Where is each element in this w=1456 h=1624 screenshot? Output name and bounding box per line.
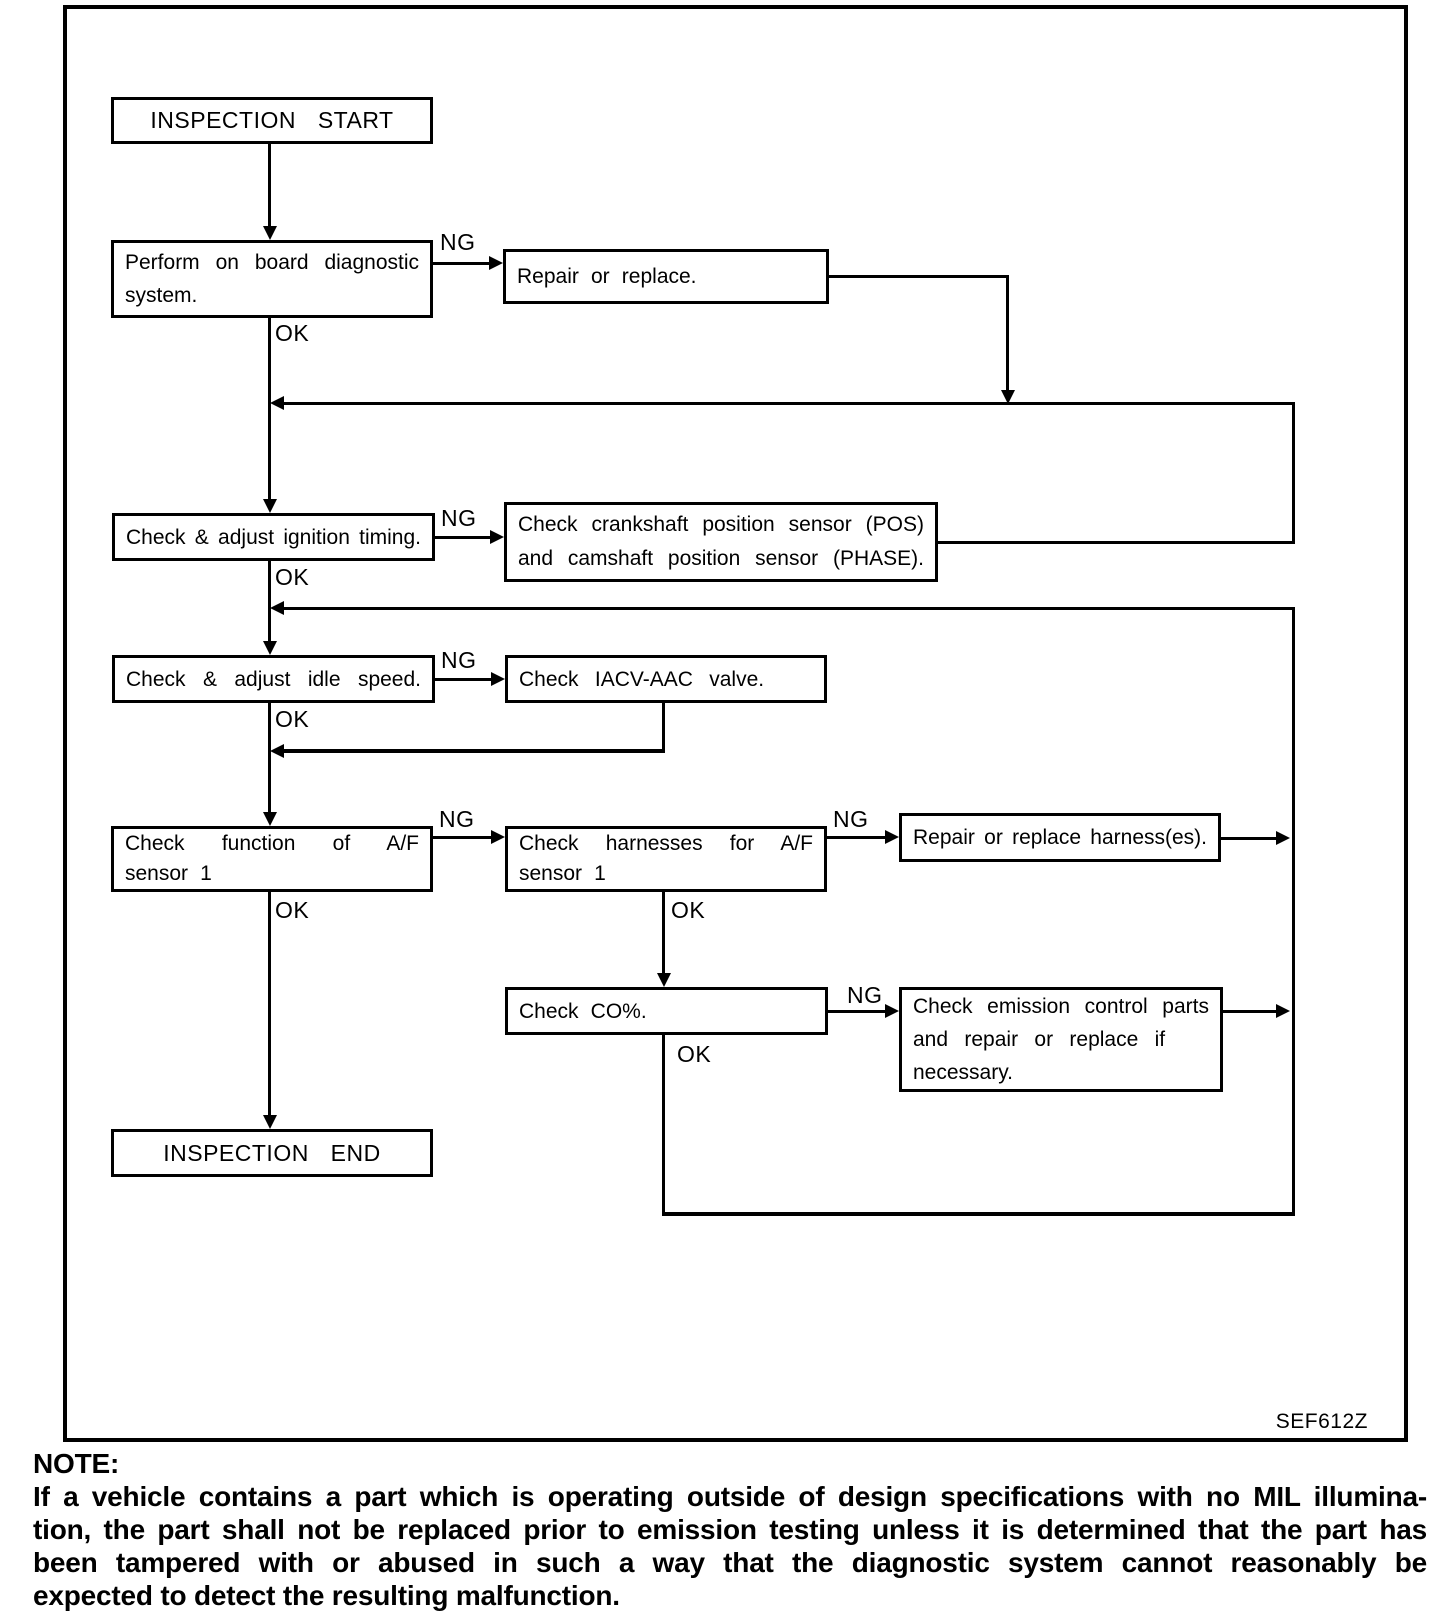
connector-emission-out — [1223, 1010, 1278, 1013]
connector-ignition-ng — [435, 536, 491, 539]
connector-repair-drop — [1006, 275, 1009, 392]
arrowhead-return-1 — [270, 396, 284, 410]
arrowhead-into-repair-harness — [885, 830, 899, 844]
arrowhead-repair-into-return — [1001, 390, 1015, 404]
node-check-af-sensor-harness: Check harnesses for A/F sensor 1 — [505, 826, 827, 892]
node-label-line: Check CO%. — [519, 999, 647, 1023]
arrowhead-into-iacv — [491, 672, 505, 686]
arrowhead-into-af-function — [263, 812, 277, 826]
node-check-iacv-aac-valve: Check IACV-AAC valve. — [505, 655, 827, 703]
flowchart-border — [63, 5, 1408, 1442]
node-label-line: Repair or replace harness(es). — [913, 826, 1207, 849]
connector-harness-to-co — [662, 892, 665, 975]
arrowhead-into-harness — [491, 830, 505, 844]
arrowhead-into-idle — [263, 641, 277, 655]
label-ok-co: OK — [677, 1041, 712, 1067]
label-ng-perform: NG — [440, 229, 476, 255]
connector-af-ng — [433, 836, 491, 839]
node-label-line: necessary. — [913, 1061, 1013, 1084]
label-ok-af-function: OK — [275, 897, 310, 923]
figure-code: SEF612Z — [1275, 1410, 1368, 1433]
arrowhead-into-crank — [490, 530, 504, 544]
label-ng-harness: NG — [833, 806, 869, 832]
note-line: been tampered with or abused in such a w… — [33, 1547, 1427, 1578]
node-label-line: and repair or replace if — [913, 1028, 1166, 1051]
label-ok-harness: OK — [671, 897, 706, 923]
node-check-co-percent: Check CO%. — [505, 987, 828, 1035]
connector-crank-loop-riser — [1292, 404, 1295, 544]
arrowhead-into-co — [657, 973, 671, 987]
connector-return-line-1 — [282, 402, 1295, 405]
note-line: If a vehicle contains a part which is op… — [33, 1481, 1427, 1512]
node-label-line: Check crankshaft position sensor (POS) — [518, 513, 924, 536]
connector-bottom-collector — [662, 1212, 1295, 1216]
node-label-line: Check function of A/F — [125, 832, 419, 855]
arrowhead-into-repair — [489, 256, 503, 270]
label-ok-ignition: OK — [275, 564, 310, 590]
node-label: INSPECTION END — [163, 1139, 381, 1166]
node-check-ignition-timing: Check & adjust ignition timing. — [112, 513, 435, 561]
connector-idle-ng — [435, 678, 491, 681]
connector-perform-ng — [433, 262, 491, 265]
node-label-line: Repair or replace. — [517, 265, 697, 288]
node-check-emission-parts: Check emission control parts and repair … — [899, 987, 1223, 1092]
node-inspection-start: INSPECTION START — [111, 97, 433, 144]
node-label-line: and camshaft position sensor (PHASE). — [518, 547, 924, 570]
node-check-crank-cam-sensor: Check crankshaft position sensor (POS) a… — [504, 502, 938, 582]
label-ok-perform: OK — [275, 320, 310, 346]
node-inspection-end: INSPECTION END — [111, 1129, 433, 1177]
node-label: INSPECTION START — [150, 107, 394, 133]
label-ng-co: NG — [847, 982, 883, 1008]
node-check-af-sensor-function: Check function of A/F sensor 1 — [111, 826, 433, 892]
node-label-line: Check harnesses for A/F — [519, 832, 813, 855]
connector-right-collector — [1292, 607, 1295, 1216]
arrowhead-return-2 — [270, 601, 284, 615]
arrowhead-into-end — [263, 1115, 277, 1129]
node-perform-obd: Perform on board diagnostic system. — [111, 240, 433, 318]
connector-co-ng — [828, 1010, 885, 1013]
arrowhead-emission-collector — [1276, 1004, 1290, 1018]
connector-co-ok-drop — [662, 1035, 665, 1216]
node-label-line: Check & adjust idle speed. — [126, 667, 421, 691]
node-check-idle-speed: Check & adjust idle speed. — [112, 655, 435, 703]
connector-af-function-to-end — [268, 892, 271, 1117]
connector-ignition-to-idle — [268, 561, 271, 643]
node-label-line: Perform on board diagnostic — [125, 251, 419, 274]
connector-perform-to-ignition — [268, 318, 271, 501]
connector-start-to-perform — [268, 144, 271, 230]
label-ng-ignition: NG — [441, 505, 477, 531]
connector-repair-out — [829, 275, 1009, 278]
note-line: tion, the part shall not be replaced pri… — [33, 1514, 1427, 1545]
arrowhead-repair-harness-collector — [1276, 831, 1290, 845]
connector-idle-to-af-function — [268, 703, 271, 814]
arrowhead-into-ignition — [263, 499, 277, 513]
arrowhead-into-perform — [263, 226, 277, 240]
connector-harness-ng — [827, 836, 885, 839]
note-section: NOTE: If a vehicle contains a part which… — [33, 1447, 1427, 1612]
label-ng-idle: NG — [441, 647, 477, 673]
node-label-line: sensor 1 — [519, 862, 606, 885]
label-ok-idle: OK — [275, 706, 310, 732]
label-ng-af-function: NG — [439, 806, 475, 832]
note-heading: NOTE: — [33, 1448, 120, 1479]
arrowhead-into-emission — [885, 1004, 899, 1018]
arrowhead-iacv-return — [270, 744, 284, 758]
node-repair-or-replace: Repair or replace. — [503, 249, 829, 304]
connector-iacv-return — [282, 749, 665, 753]
connector-iacv-drop — [662, 703, 665, 753]
node-label-line: system. — [125, 284, 198, 307]
node-label-line: sensor 1 — [125, 862, 212, 885]
connector-return-line-2 — [282, 607, 1295, 610]
node-label-line: Check emission control parts — [913, 995, 1209, 1018]
connector-repair-harness-out — [1221, 837, 1278, 840]
node-label-line: Check & adjust ignition timing. — [126, 525, 421, 549]
connector-crank-loop — [938, 541, 1295, 544]
node-repair-replace-harness: Repair or replace harness(es). — [899, 813, 1221, 862]
node-label-line: Check IACV-AAC valve. — [519, 667, 765, 691]
note-line: expected to detect the resulting malfunc… — [33, 1580, 620, 1611]
